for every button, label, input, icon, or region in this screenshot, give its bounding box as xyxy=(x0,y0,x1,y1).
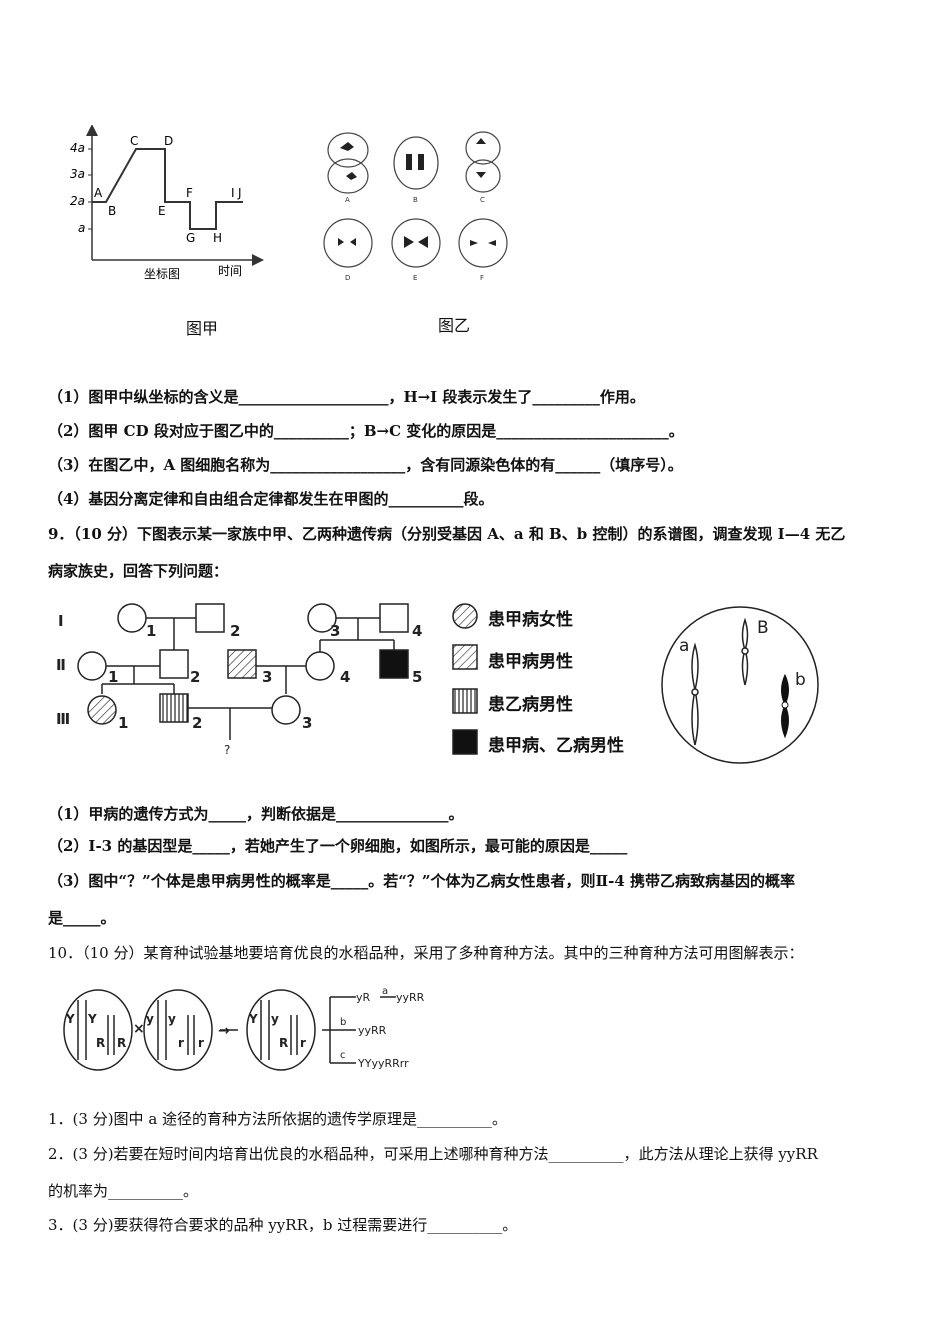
q9-line3: （3）图中“？”个体是患甲病男性的概率是_____。若“？”个体为乙病女性患者，… xyxy=(48,872,795,890)
cell-label: C xyxy=(480,196,485,204)
svg-text:4: 4 xyxy=(340,668,350,686)
figure-jia-graph: 4a 3a 2a a A B C D E F G H I J 坐标图 时间 xyxy=(70,125,264,281)
q9-stem-line2: 病家族史，回答下列问题： xyxy=(48,562,229,580)
egg-cell-diagram: a B b xyxy=(661,606,819,764)
svg-text:yR: yR xyxy=(356,991,371,1004)
svg-text:R: R xyxy=(117,1036,126,1050)
svg-text:a: a xyxy=(679,636,689,656)
svg-text:1: 1 xyxy=(108,668,118,686)
q9-line2: （2）Ⅰ-3 的基因型是_____，若她产生了一个卵细胞，如图所示，最可能的原因… xyxy=(48,837,628,855)
svg-text:2: 2 xyxy=(230,622,240,640)
svg-text:A: A xyxy=(94,186,103,200)
dna-content-curve xyxy=(92,148,243,230)
svg-text:3: 3 xyxy=(330,622,340,640)
svg-text:Y: Y xyxy=(248,1012,258,1026)
arrow-symbol: → xyxy=(218,1023,230,1039)
svg-text:B: B xyxy=(108,204,116,218)
svg-text:F: F xyxy=(186,186,193,200)
svg-text:r: r xyxy=(198,1036,204,1050)
svg-text:2: 2 xyxy=(190,668,200,686)
svg-text:yyRR: yyRR xyxy=(358,1024,387,1037)
legend-item: 患乙病男性 xyxy=(488,695,573,715)
q8-line4: （4）基因分离定律和自由组合定律都发生在甲图的__________段。 xyxy=(48,490,494,508)
pedigree-chart: Ⅰ Ⅱ Ⅲ 1 2 xyxy=(56,603,422,757)
svg-text:yyRR: yyRR xyxy=(396,991,425,1004)
svg-text:1: 1 xyxy=(118,714,128,732)
svg-text:2: 2 xyxy=(192,714,202,732)
svg-text:D: D xyxy=(164,134,173,148)
y-tick: a xyxy=(78,221,85,235)
q9-line4: 是_____。 xyxy=(48,909,116,927)
y-tick: 4a xyxy=(70,141,85,155)
svg-text:3: 3 xyxy=(262,668,272,686)
svg-text:H: H xyxy=(213,231,222,245)
cell-label: E xyxy=(413,274,417,282)
q8-line1: （1）图甲中纵坐标的含义是____________________，H→I 段表… xyxy=(48,388,645,406)
svg-text:3: 3 xyxy=(302,714,312,732)
svg-text:G: G xyxy=(186,231,195,245)
svg-text:?: ? xyxy=(224,743,230,757)
q10-sub3: 3．(3 分)要获得符合要求的品种 yyRR，b 过程需要进行_________… xyxy=(48,1216,518,1234)
axis-caption: 坐标图 xyxy=(144,267,180,281)
svg-text:C: C xyxy=(130,134,138,148)
svg-text:R: R xyxy=(96,1036,105,1050)
svg-text:4: 4 xyxy=(412,622,422,640)
q8-line3: （3）在图乙中，A 图细胞名称为__________________，含有同源染… xyxy=(48,456,683,474)
q9-line1: （1）甲病的遗传方式为_____，判断依据是_______________。 xyxy=(48,805,464,823)
svg-text:y: y xyxy=(271,1012,279,1026)
figure-yi-cells: A B C D E F xyxy=(323,131,508,282)
svg-text:YYyyRRrr: YYyyRRrr xyxy=(357,1057,409,1070)
q10-sub2-line1: 2．(3 分)若要在短时间内培育出优良的水稻品种，可采用上述哪种育种方法____… xyxy=(48,1145,818,1163)
legend-item: 患甲病女性 xyxy=(488,610,573,630)
generation-label: Ⅰ xyxy=(58,612,64,630)
svg-text:Y: Y xyxy=(65,1012,75,1026)
breeding-diagram: Y Y R R y y r r Y y R r × → yR a yyRR b … xyxy=(63,986,425,1071)
generation-label: Ⅲ xyxy=(56,710,70,728)
cell-label: F xyxy=(480,274,484,282)
q8-line2: （2）图甲 CD 段对应于图乙中的__________；B→C 变化的原因是__… xyxy=(48,422,684,440)
svg-text:b: b xyxy=(340,1017,346,1028)
svg-text:Y: Y xyxy=(87,1012,97,1026)
cell-label: A xyxy=(345,196,350,204)
svg-text:I: I xyxy=(231,186,235,200)
cross-symbol: × xyxy=(133,1021,145,1037)
svg-text:b: b xyxy=(795,670,806,690)
svg-text:c: c xyxy=(340,1050,346,1061)
svg-text:a: a xyxy=(382,986,388,997)
svg-text:J: J xyxy=(237,186,242,200)
svg-text:R: R xyxy=(279,1036,288,1050)
q10-sub2-line2: 的机率为__________。 xyxy=(48,1182,199,1200)
cell-label: B xyxy=(413,196,418,204)
q10-sub1: 1．(3 分)图中 a 途径的育种方法所依据的遗传学原理是__________。 xyxy=(48,1110,508,1128)
generation-label: Ⅱ xyxy=(56,656,66,674)
svg-text:E: E xyxy=(158,204,166,218)
svg-text:r: r xyxy=(178,1036,184,1050)
cell-label: D xyxy=(345,274,350,282)
svg-text:B: B xyxy=(757,618,769,638)
y-tick: 2a xyxy=(70,194,85,208)
q9-stem-line1: 9．（10 分）下图表示某一家族中甲、乙两种遗传病（分别受基因 A、a 和 B、… xyxy=(48,525,846,543)
q10-stem: 10．（10 分）某育种试验基地要培育优良的水稻品种，采用了多种育种方法。其中的… xyxy=(48,944,804,962)
svg-text:5: 5 xyxy=(412,668,422,686)
pedigree-legend-symbols xyxy=(452,603,478,755)
svg-text:y: y xyxy=(168,1012,176,1026)
x-axis-label: 时间 xyxy=(218,264,242,278)
svg-text:r: r xyxy=(300,1036,306,1050)
svg-text:y: y xyxy=(146,1012,154,1026)
legend-item: 患甲病男性 xyxy=(488,652,573,672)
svg-text:1: 1 xyxy=(146,622,156,640)
figure-yi-caption: 图乙 xyxy=(438,316,471,335)
y-tick: 3a xyxy=(70,167,85,181)
legend-item: 患甲病、乙病男性 xyxy=(488,736,624,756)
figure-jia-caption: 图甲 xyxy=(186,319,219,338)
